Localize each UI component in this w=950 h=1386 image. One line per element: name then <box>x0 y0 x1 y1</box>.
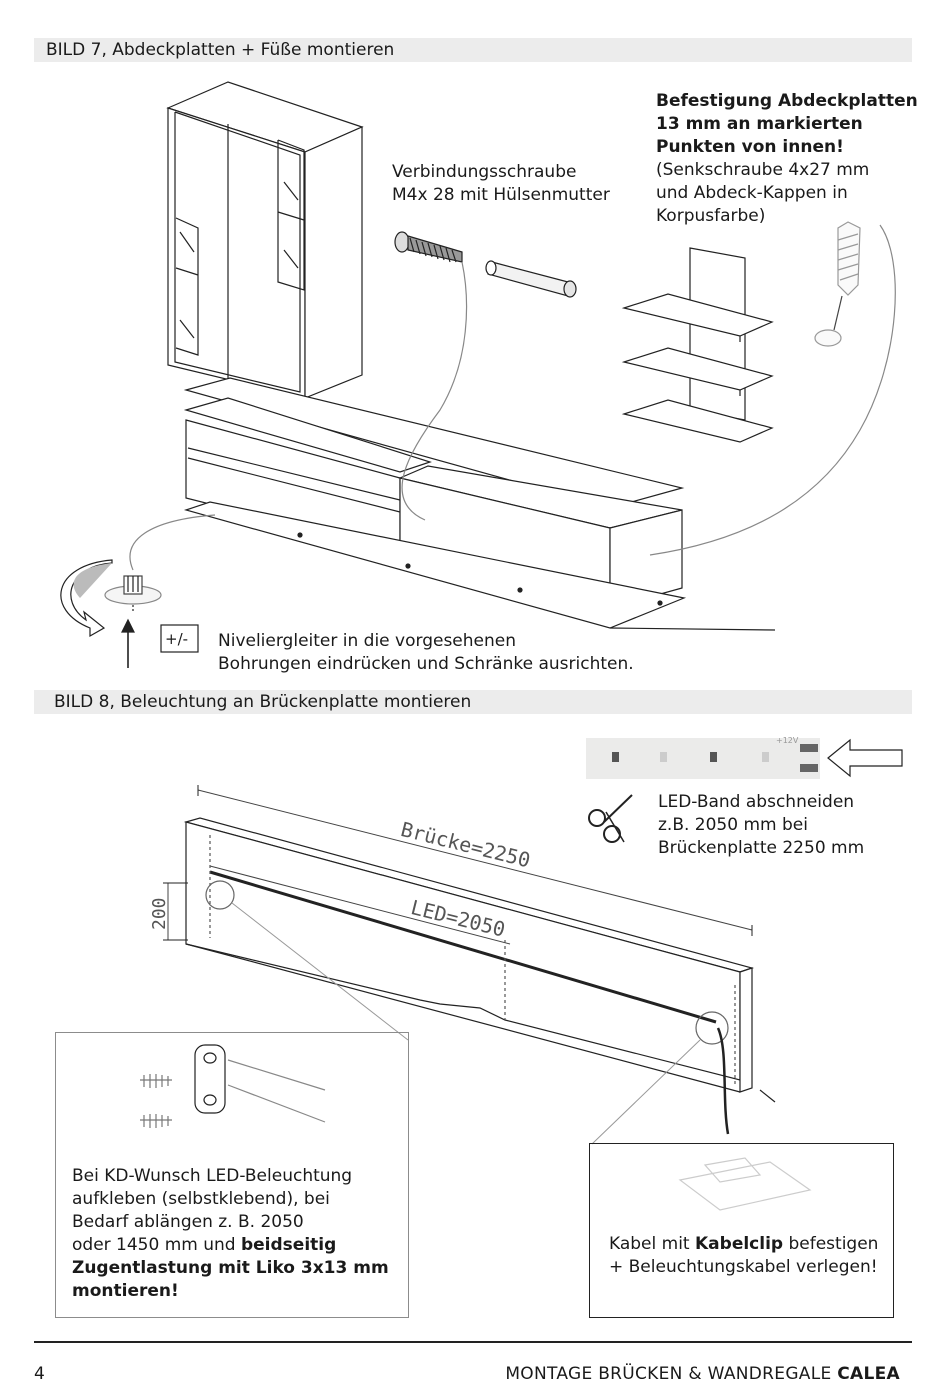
connecting-screw-drawing <box>394 231 577 521</box>
document-title: MONTAGE BRÜCKEN & WANDREGALE CALEA <box>505 1364 900 1384</box>
led-strip-voltage-label: +12V <box>776 736 799 745</box>
section-7-heading: BILD 7, Abdeckplatten + Füße montieren <box>46 40 395 60</box>
bridge-panel-drawing <box>163 785 776 1145</box>
leveler-instruction: Niveliergleiter in die vorgesehenen Bohr… <box>218 631 634 674</box>
cable-clip-note-text: Kabel mit Kabelclip befestigen + Beleuch… <box>609 1234 879 1277</box>
lowboard-drawing <box>183 377 776 631</box>
plus-minus-adjust-symbol: +/- <box>165 630 189 648</box>
countersunk-screw-drawing <box>649 221 896 556</box>
led-mounting-note-text: Bei KD-Wunsch LED-Beleuchtung aufkleben … <box>72 1166 389 1301</box>
led-strip-photo <box>586 738 903 779</box>
page-number: 4 <box>34 1364 45 1384</box>
section-8-heading: BILD 8, Beleuchtung an Brückenplatte mon… <box>54 692 472 712</box>
scissors-icon <box>588 794 633 843</box>
cable-clip-detail-drawing <box>678 1157 812 1211</box>
strain-relief-detail-drawing <box>140 1044 326 1128</box>
leveler-foot-drawing <box>60 514 216 668</box>
wall-shelf-drawing <box>621 247 774 443</box>
footer-divider <box>34 1341 912 1343</box>
cover-plate-fixing-label: Befestigung Abdeckplatten 13 mm an marki… <box>656 91 918 226</box>
led-mounting-note-box <box>55 1032 409 1318</box>
connecting-screw-label: Verbindungsschraube M4x 28 mit Hülsenmut… <box>392 162 610 205</box>
tall-cabinet-drawing <box>166 81 364 399</box>
led-cut-instruction: LED-Band abschneiden z.B. 2050 mm bei Br… <box>658 792 865 858</box>
section-8-heading-band: BILD 8, Beleuchtung an Brückenplatte mon… <box>34 690 912 714</box>
cable-clip-note-box <box>589 1143 894 1318</box>
section-7-heading-band: BILD 7, Abdeckplatten + Füße montieren <box>34 38 912 62</box>
panel-height-dimension: 200 <box>149 897 170 930</box>
